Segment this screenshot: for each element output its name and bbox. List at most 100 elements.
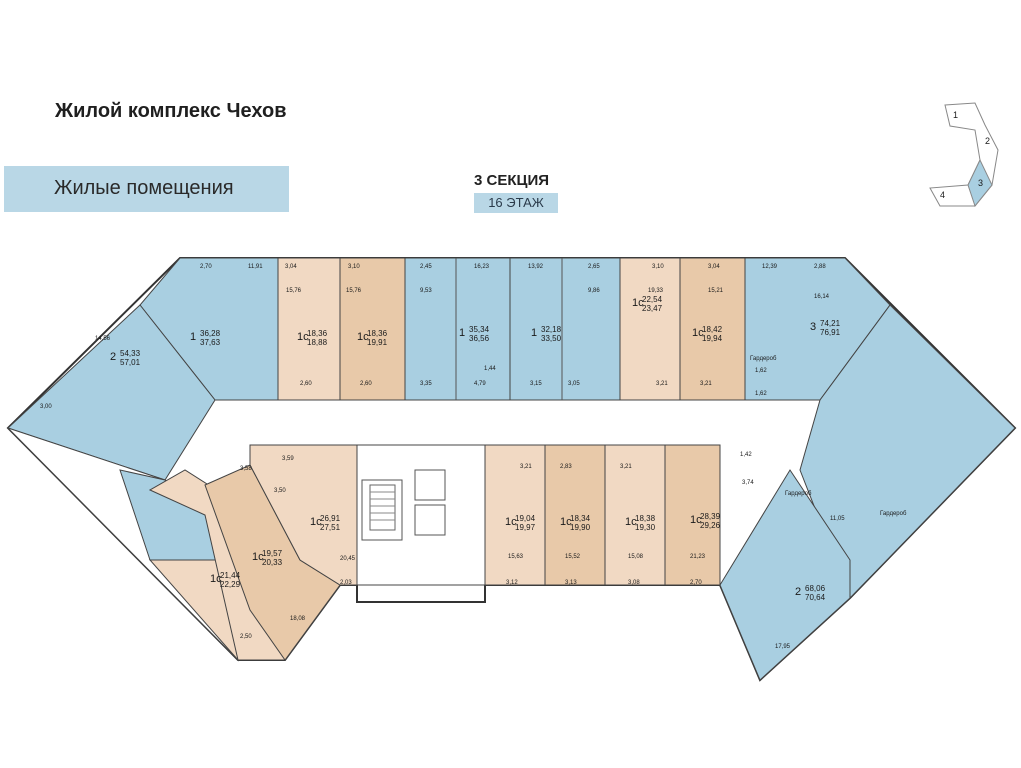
room-area-label: 3,00: [40, 404, 52, 410]
apartment-type: 1с: [505, 516, 517, 528]
apartment-type: 1с: [252, 551, 264, 563]
room-area-label: 1,44: [484, 366, 496, 372]
total-area: 57,01: [120, 358, 141, 367]
room-area-label: 9,86: [588, 288, 600, 294]
apartment-type: 1: [531, 327, 537, 339]
total-area: 20,33: [262, 558, 283, 567]
living-area: 21,44: [220, 571, 241, 580]
total-area: 29,26: [700, 521, 721, 530]
room-area-label: 2,83: [560, 464, 572, 470]
room-area-label: 1,42: [740, 452, 752, 458]
room-area-label: 1,62: [755, 368, 767, 374]
wardrobe-label: Гардероб: [785, 491, 812, 497]
room-area-label: 21,23: [690, 554, 706, 560]
room-area-label: 3,58: [240, 466, 252, 472]
living-area: 19,04: [515, 514, 536, 523]
wardrobe-label: Гардероб: [880, 511, 907, 517]
room-area-label: 1,62: [755, 391, 767, 397]
living-area: 36,28: [200, 329, 221, 338]
room-area-label: 3,05: [568, 381, 580, 387]
total-area: 70,64: [805, 593, 826, 602]
room-area-label: 15,76: [286, 288, 302, 294]
room-area-label: 11,05: [830, 516, 845, 522]
key-plan: 1 2 3 4: [929, 102, 999, 208]
room-area-label: 20,45: [340, 556, 356, 562]
room-area-label: 16,14: [814, 294, 830, 300]
total-area: 22,29: [220, 580, 241, 589]
page-title: Жилой комплекс Чехов: [55, 100, 287, 122]
room-area-label: 16,23: [474, 264, 490, 270]
apartment-type: 1с: [210, 573, 222, 585]
total-area: 23,47: [642, 304, 663, 313]
apartment-type: 1с: [310, 516, 322, 528]
room-area-label: 15,08: [628, 554, 644, 560]
room-area-label: 3,10: [348, 264, 360, 270]
living-area: 32,18: [541, 325, 562, 334]
room-area-label: 4,79: [474, 381, 486, 387]
key-section-4: 4: [940, 190, 945, 200]
apartment-type: 1с: [357, 331, 369, 343]
apartment-type: 1с: [560, 516, 572, 528]
room-area-label: 3,10: [652, 264, 664, 270]
room-area-label: 19,33: [648, 288, 664, 294]
apartment-type: 1с: [692, 327, 704, 339]
living-area: 18,38: [635, 514, 656, 523]
floor-badge: 16 ЭТАЖ: [474, 193, 558, 213]
apartment-type: 1: [190, 331, 196, 343]
total-area: 19,91: [367, 338, 388, 347]
room-area-label: 15,21: [708, 288, 724, 294]
lower-units: [249, 444, 721, 586]
living-area: 54,33: [120, 349, 141, 358]
total-area: 76,91: [820, 328, 841, 337]
room-area-label: 3,12: [506, 580, 518, 586]
room-area-label: 2,60: [360, 381, 372, 387]
room-area-label: 3,15: [530, 381, 542, 387]
room-area-label: 3,35: [420, 381, 432, 387]
total-area: 19,94: [702, 334, 723, 343]
living-area: 74,21: [820, 319, 841, 328]
room-area-label: 3,50: [274, 488, 286, 494]
living-area: 68,06: [805, 584, 826, 593]
room-area-label: 2,70: [200, 264, 212, 270]
room-area-label: 15,63: [508, 554, 524, 560]
room-area-label: 3,21: [520, 464, 532, 470]
room-area-label: 9,53: [420, 288, 432, 294]
right-wing-units: [719, 304, 1016, 681]
key-section-2: 2: [985, 136, 990, 146]
key-section-3: 3: [978, 178, 983, 188]
total-area: 37,63: [200, 338, 221, 347]
total-area: 19,97: [515, 523, 536, 532]
room-area-label: 3,04: [285, 264, 297, 270]
room-area-label: 12,39: [762, 264, 778, 270]
total-area: 33,50: [541, 334, 562, 343]
total-area: 19,30: [635, 523, 656, 532]
room-area-label: 3,59: [282, 456, 294, 462]
room-area-label: 3,08: [628, 580, 640, 586]
stair-core: [369, 469, 446, 536]
room-area-label: 3,21: [620, 464, 632, 470]
room-area-label: 2,50: [240, 634, 252, 640]
room-area-label: 15,52: [565, 554, 581, 560]
room-area-label: 3,13: [565, 580, 577, 586]
room-area-label: 3,04: [708, 264, 720, 270]
living-area: 18,34: [570, 514, 591, 523]
wardrobe-label: Гардероб: [750, 356, 777, 362]
room-area-label: 15,76: [346, 288, 362, 294]
apartment-type: 1: [459, 327, 465, 339]
